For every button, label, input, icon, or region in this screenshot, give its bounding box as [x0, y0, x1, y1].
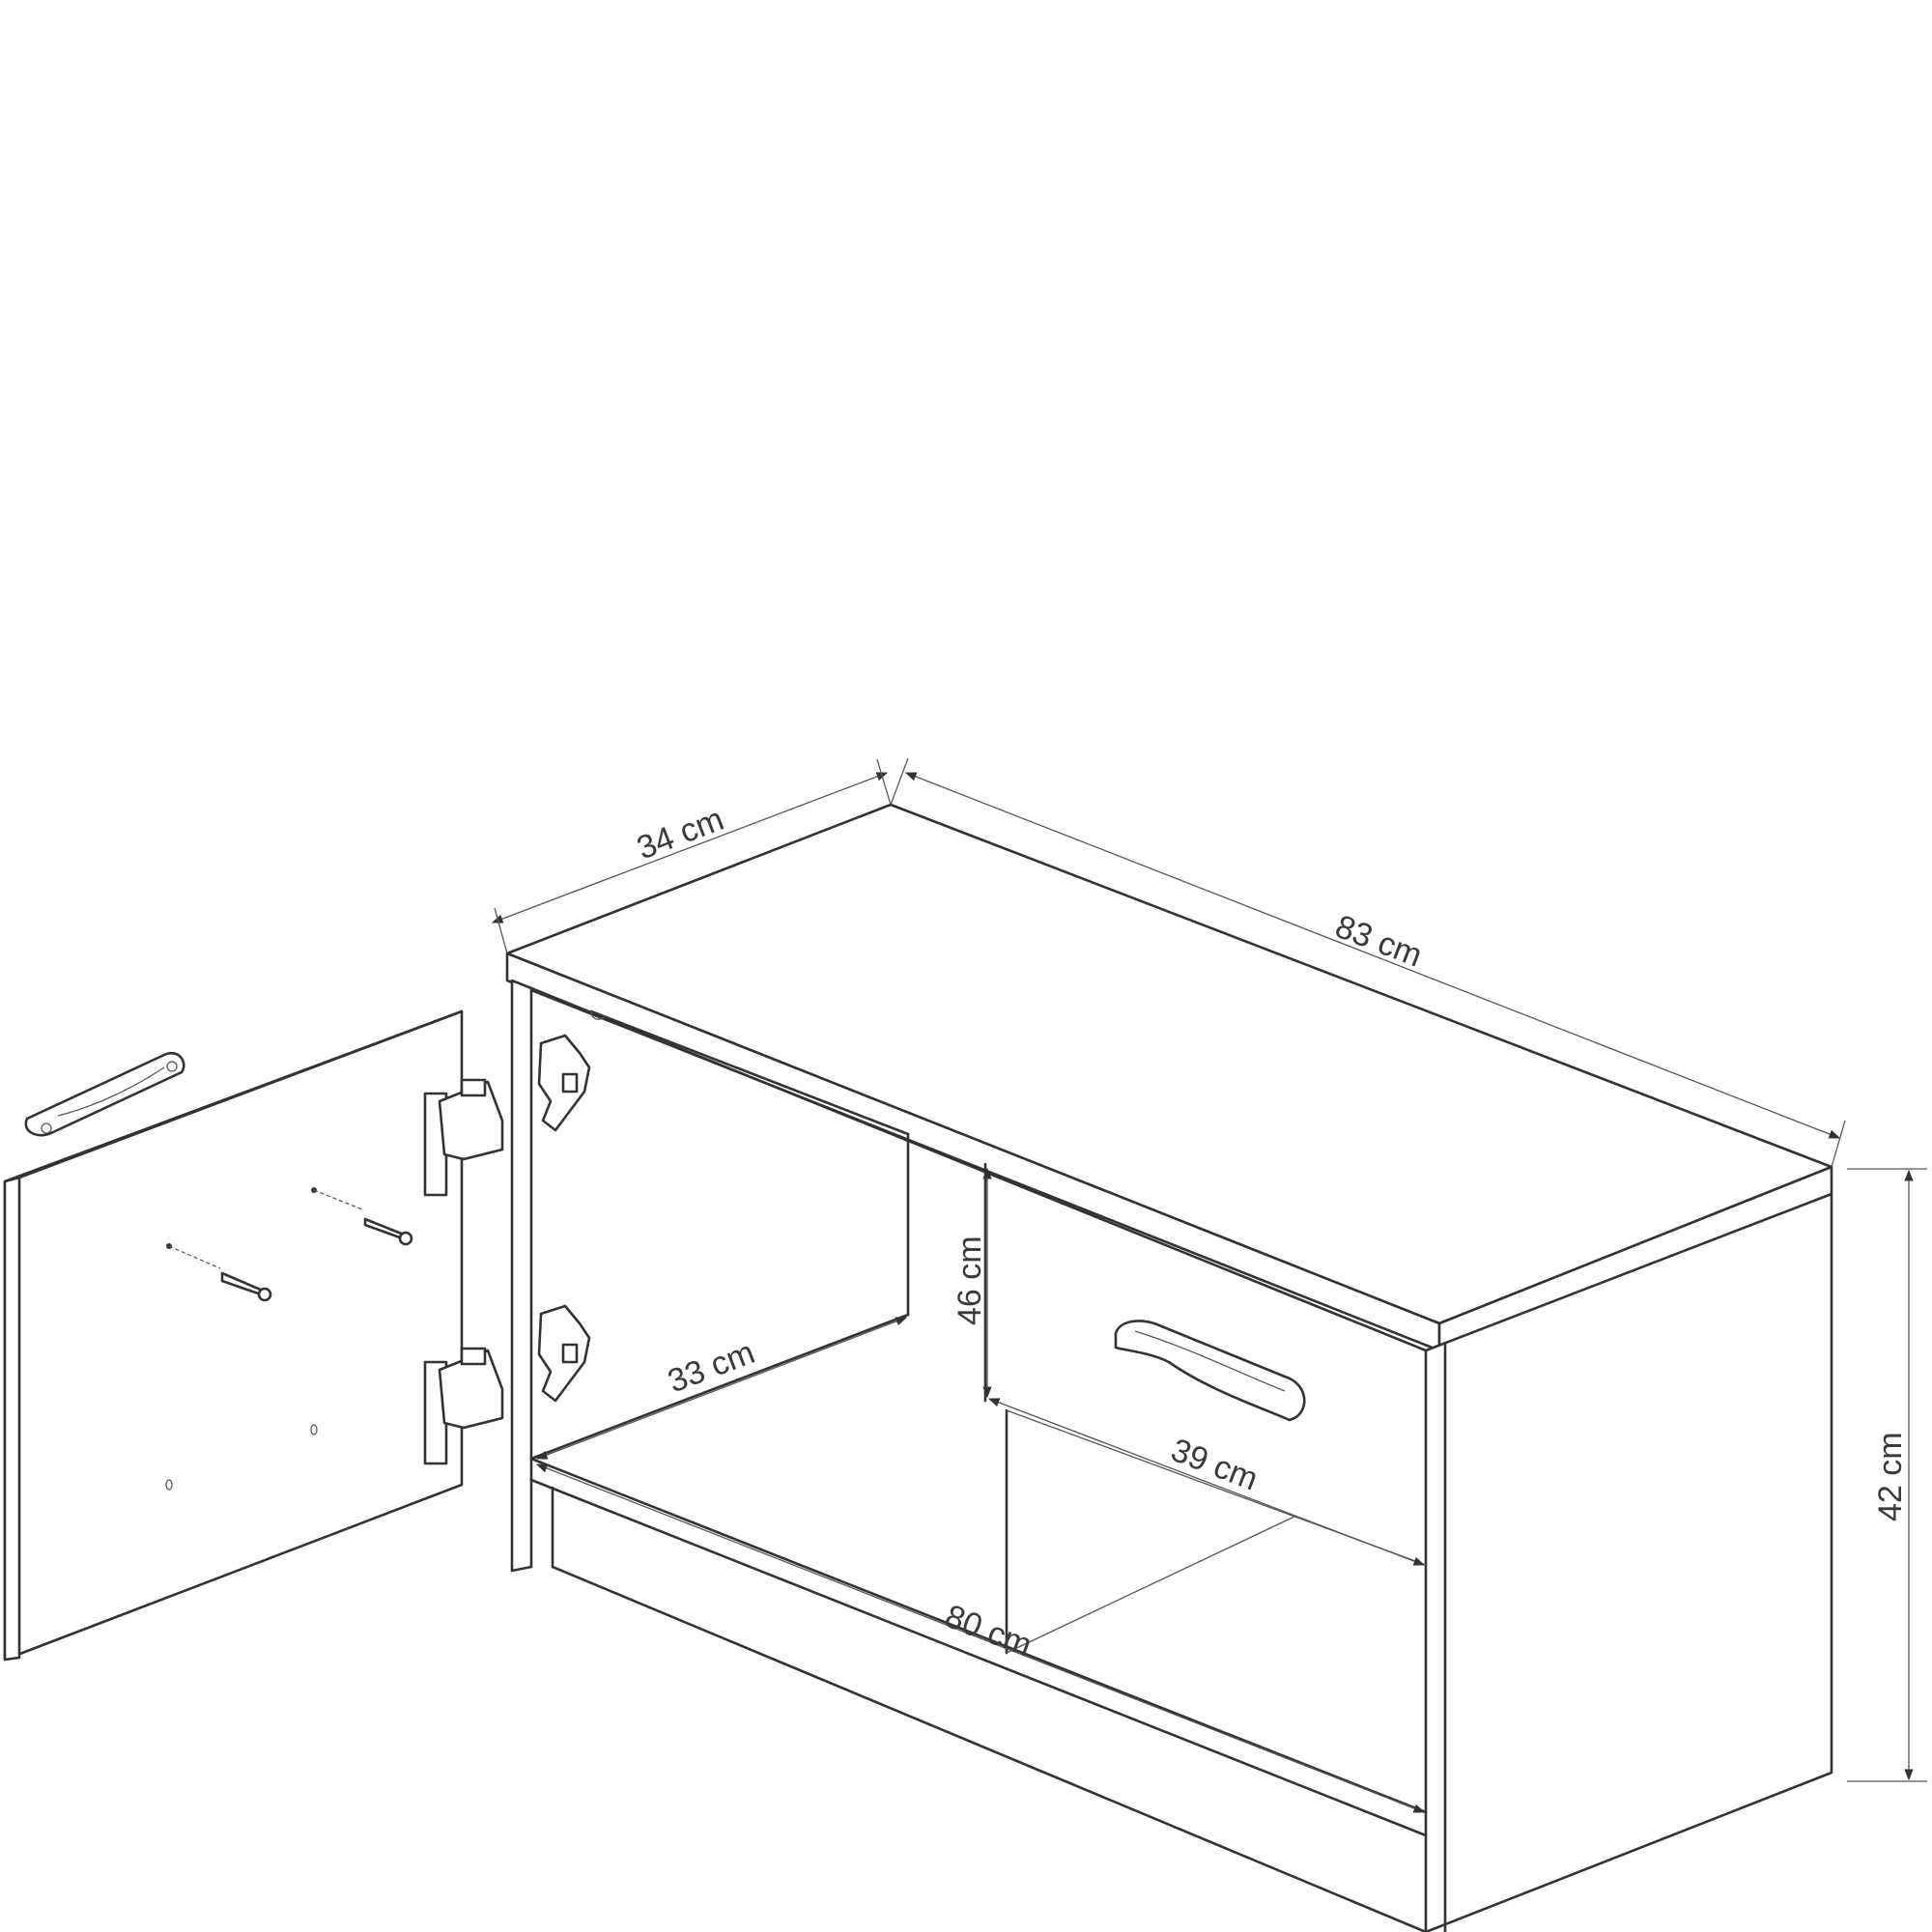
right-side-panel [1424, 1192, 1833, 1932]
mounting-plate-icon [537, 1034, 591, 1403]
handle-icon [24, 1052, 185, 1137]
hinge-icon [423, 1347, 504, 1465]
dimension-inner-height: 46 cm [952, 1167, 992, 1399]
hinge-icon [423, 1078, 504, 1197]
width-label: 83 cm [1330, 908, 1427, 975]
dimension-inner-width: 80 cm [535, 1463, 1426, 1813]
left-side-panel [510, 979, 533, 1573]
screw-icon [168, 1245, 272, 1302]
inner-height-label: 46 cm [952, 1236, 988, 1325]
compartment-width-label: 39 cm [1166, 1432, 1263, 1498]
inner-width-label: 80 cm [940, 1598, 1037, 1664]
dimension-compartment-width: 39 cm [987, 1398, 1426, 1566]
dimension-inner-depth: 33 cm [535, 1317, 908, 1460]
dimension-height: 42 cm [1847, 1168, 1927, 1782]
height-label: 42 cm [1872, 1432, 1909, 1521]
door-panel [3, 1009, 504, 1662]
handle-icon [1114, 1320, 1306, 1422]
screw-icon [313, 1189, 413, 1246]
depth-label: 34 cm [632, 801, 728, 867]
